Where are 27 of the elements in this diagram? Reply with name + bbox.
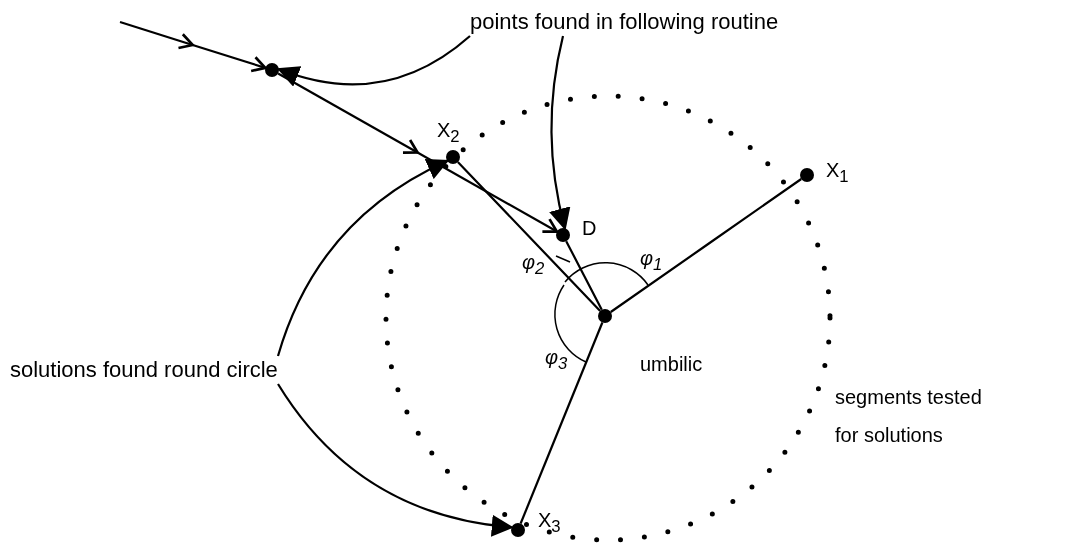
point-label: X$_{2}$ — [437, 118, 460, 148]
line-segment — [519, 322, 604, 524]
point-marker — [598, 309, 612, 323]
annotation-text: solutions found round circle — [10, 356, 278, 384]
line-segment — [565, 240, 603, 311]
angle-label: φ$_{3}$ — [545, 345, 568, 375]
line-segment — [457, 161, 601, 312]
point-label: X$_{3}$ — [538, 508, 561, 538]
annotation-text: points found in following routine — [470, 8, 779, 36]
leader-arrow — [549, 35, 571, 231]
angle-label: φ$_{1}$ — [640, 246, 663, 276]
point-label: D — [582, 216, 597, 240]
leader-arrow — [276, 35, 471, 87]
point-label: X$_{1}$ — [826, 158, 849, 188]
point-marker — [556, 228, 570, 242]
point-marker — [800, 168, 814, 182]
leader-arrow — [276, 159, 450, 357]
annotation-text: segments tested for solutions — [835, 385, 983, 448]
leader-arrow — [277, 383, 514, 536]
point-label: umbilic — [640, 352, 703, 376]
path-arrow — [119, 20, 266, 73]
line-segment — [610, 178, 802, 313]
angle-label: φ$_{2}$ — [522, 250, 545, 280]
point-marker — [446, 150, 460, 164]
point-marker — [265, 63, 279, 77]
path-arrow — [277, 72, 558, 233]
point-marker — [511, 523, 525, 537]
